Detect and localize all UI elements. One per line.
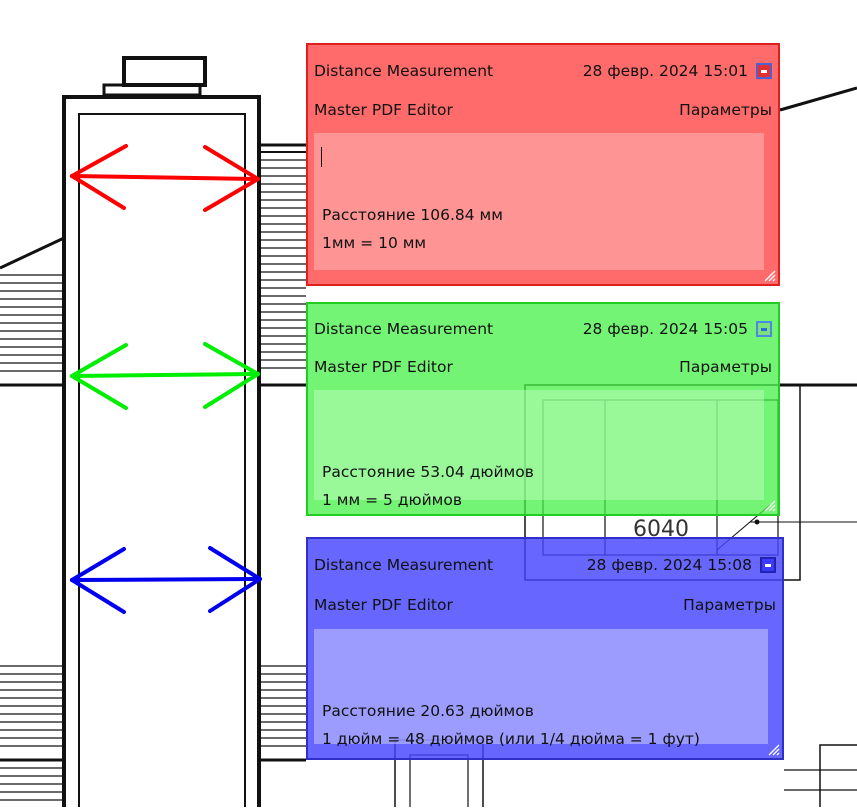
minimize-icon[interactable] bbox=[756, 321, 772, 337]
measurement-note-green[interactable]: Distance Measurement 28 февр. 2024 15:05… bbox=[306, 302, 780, 516]
note-text-area[interactable]: Расстояние 53.04 дюймов 1 мм = 5 дюймов bbox=[314, 390, 764, 509]
minimize-icon[interactable] bbox=[760, 557, 776, 573]
chimney-body bbox=[62, 95, 261, 807]
resize-grip-icon[interactable] bbox=[762, 268, 776, 282]
note-line-distance: Расстояние 20.63 дюймов bbox=[322, 702, 534, 720]
note-author: Master PDF Editor bbox=[314, 101, 453, 119]
note-line-distance: Расстояние 53.04 дюймов bbox=[322, 463, 534, 481]
note-line-scale: 1мм = 10 мм bbox=[322, 234, 427, 252]
note-author: Master PDF Editor bbox=[314, 358, 453, 376]
note-text-area[interactable]: Расстояние 20.63 дюймов 1 дюйм = 48 дюймо… bbox=[314, 629, 768, 748]
resize-grip-icon[interactable] bbox=[766, 742, 780, 756]
options-button[interactable]: Параметры bbox=[679, 358, 772, 376]
minimize-icon[interactable] bbox=[756, 63, 772, 79]
options-button[interactable]: Параметры bbox=[683, 596, 776, 614]
note-title: Distance Measurement bbox=[314, 320, 494, 338]
note-date: 28 февр. 2024 15:05 bbox=[582, 320, 748, 338]
text-caret bbox=[321, 147, 322, 167]
note-subheader: Master PDF Editor Параметры bbox=[314, 593, 776, 617]
measure-arrow-blue bbox=[70, 546, 262, 614]
note-title: Distance Measurement bbox=[314, 556, 494, 574]
note-line-scale: 1 мм = 5 дюймов bbox=[322, 491, 462, 509]
note-date: 28 февр. 2024 15:08 bbox=[586, 556, 752, 574]
note-text-area[interactable]: Расстояние 106.84 мм 1мм = 10 мм bbox=[314, 133, 764, 270]
chimney-cap bbox=[122, 56, 207, 87]
note-date: 28 февр. 2024 15:01 bbox=[582, 62, 748, 80]
resize-grip-icon[interactable] bbox=[762, 498, 776, 512]
measurement-note-blue[interactable]: Distance Measurement 28 февр. 2024 15:08… bbox=[306, 537, 784, 760]
note-line-scale: 1 дюйм = 48 дюймов (или 1/4 дюйма = 1 фу… bbox=[322, 730, 700, 748]
options-button[interactable]: Параметры bbox=[679, 101, 772, 119]
note-line-distance: Расстояние 106.84 мм bbox=[322, 206, 503, 224]
note-header: Distance Measurement 28 февр. 2024 15:05 bbox=[314, 317, 772, 341]
measure-arrow-red bbox=[70, 144, 260, 212]
note-subheader: Master PDF Editor Параметры bbox=[314, 98, 772, 122]
note-header: Distance Measurement 28 февр. 2024 15:01 bbox=[314, 59, 772, 83]
note-header: Distance Measurement 28 февр. 2024 15:08 bbox=[314, 553, 776, 577]
note-title: Distance Measurement bbox=[314, 62, 494, 80]
measure-arrow-green bbox=[70, 342, 260, 410]
note-author: Master PDF Editor bbox=[314, 596, 453, 614]
measurement-note-red[interactable]: Distance Measurement 28 февр. 2024 15:01… bbox=[306, 43, 780, 286]
note-subheader: Master PDF Editor Параметры bbox=[314, 355, 772, 379]
